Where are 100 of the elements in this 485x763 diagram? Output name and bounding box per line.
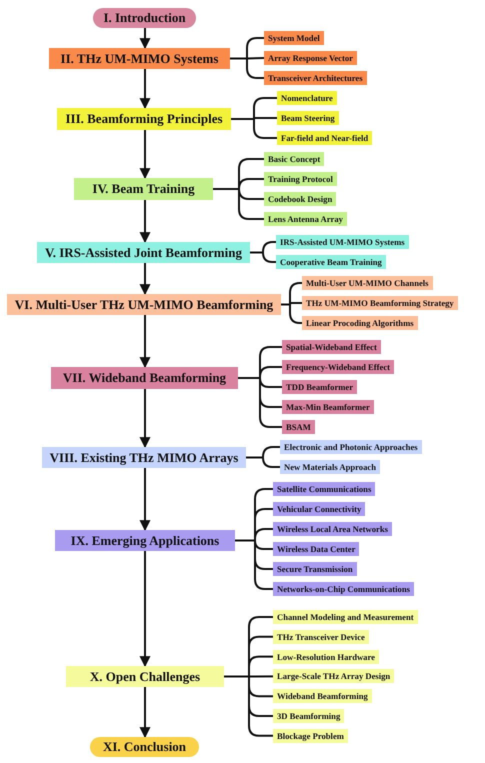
section-title: VII. Wideband Beamforming	[62, 370, 226, 386]
topic-box	[276, 235, 409, 249]
topic-box	[282, 380, 358, 394]
topic-label: Far-field and Near-field	[281, 133, 368, 143]
topic-box	[264, 152, 324, 166]
topic-box	[282, 400, 374, 414]
section-title: III. Beamforming Principles	[65, 111, 223, 127]
topic-box	[273, 689, 372, 704]
topic-label: Nomenclature	[281, 93, 333, 103]
bracket-line	[246, 456, 280, 468]
topic-box	[273, 630, 369, 644]
section-box	[66, 666, 224, 687]
topic-label: New Materials Approach	[284, 462, 376, 472]
topic-label: Wideband Beamforming	[277, 691, 368, 702]
bracket-line	[213, 188, 264, 220]
topic-label: Lens Antenna Array	[268, 214, 343, 224]
topic-box	[302, 316, 418, 330]
arrow	[140, 551, 150, 668]
topic-label: Secure Transmission	[277, 564, 353, 574]
topic-box	[277, 131, 372, 145]
section-box	[42, 447, 246, 468]
topic-label: Wireless Data Center	[277, 544, 356, 554]
arrow	[140, 315, 150, 368]
arrow	[140, 28, 150, 50]
topic-box	[302, 276, 433, 290]
arrow	[140, 389, 150, 448]
section-title: I. Introduction	[103, 10, 186, 26]
section-box	[49, 48, 230, 69]
topic-label: System Model	[268, 33, 320, 43]
section-title: II. THz UM-MIMO Systems	[60, 50, 218, 66]
section-box	[7, 294, 281, 315]
arrow	[140, 687, 150, 738]
topic-label: Basic Concept	[268, 154, 320, 164]
topic-box	[273, 482, 376, 496]
arrow	[140, 69, 150, 110]
topic-box	[282, 420, 315, 434]
topic-box	[280, 440, 422, 454]
topic-label: Array Response Vector	[268, 53, 353, 63]
topic-box	[273, 709, 344, 723]
section-title: X. Open Challenges	[90, 668, 200, 684]
topic-label: Networks-on-Chip Communications	[277, 584, 410, 594]
topic-label: Transceiver Architectures	[268, 73, 363, 83]
topic-label: TDD Beamformer	[286, 382, 354, 392]
topic-label: Blockage Problem	[277, 730, 344, 741]
section-title: VI. Multi-User THz UM-MIMO Beamforming	[14, 296, 274, 312]
topic-box	[302, 296, 458, 310]
section-title: V. IRS-Assisted Joint Beamforming	[45, 244, 242, 260]
topic-box	[264, 212, 347, 226]
topic-box	[264, 51, 357, 65]
bracket-line	[231, 118, 277, 139]
topic-box	[264, 172, 337, 186]
section-title: VIII. Existing THz MIMO Arrays	[50, 450, 238, 466]
topic-label: Beam Steering	[281, 113, 335, 123]
topic-label: Spatial-Wideband Effect	[286, 342, 377, 352]
topic-box	[273, 582, 414, 596]
topic-label: Frequency-Wideband Effect	[286, 362, 390, 372]
section-box	[37, 242, 250, 263]
arrow	[140, 200, 150, 244]
topic-box	[273, 502, 366, 516]
topic-box	[273, 610, 418, 624]
bracket-line	[230, 58, 264, 79]
topic-box	[273, 522, 392, 536]
topic-box	[264, 71, 367, 85]
topic-box	[273, 728, 348, 743]
topic-box	[273, 542, 360, 556]
topic-box	[282, 340, 381, 354]
bracket-line	[281, 304, 302, 324]
topic-box	[277, 91, 337, 105]
topic-box	[264, 31, 324, 45]
topic-box	[280, 460, 380, 474]
section-title: XI. Conclusion	[102, 739, 186, 755]
topic-box	[264, 192, 336, 206]
topic-label: Cooperative Beam Training	[280, 257, 382, 267]
section-title: IV. Beam Training	[92, 181, 195, 197]
section-title: IX. Emerging Applications	[70, 532, 220, 548]
topic-box	[273, 669, 394, 684]
topic-box	[276, 255, 386, 269]
arrow	[140, 263, 150, 296]
topic-label: Wireless Local Area Networks	[277, 524, 388, 534]
topic-label: Max-Min Beamformer	[286, 402, 370, 412]
topic-label: Low-Resolution Hardware	[277, 652, 375, 662]
section-box	[74, 178, 213, 200]
section-pill	[93, 8, 196, 28]
topic-label: Channel Modeling and Measurement	[277, 612, 414, 622]
section-box	[57, 108, 231, 130]
section-pill	[90, 737, 199, 757]
topic-label: Training Protocol	[268, 174, 333, 184]
topic-label: Satellite Communications	[277, 484, 372, 494]
section-box	[51, 367, 238, 389]
topic-box	[277, 111, 339, 125]
arrow	[140, 130, 150, 180]
topic-label: Linear Procoding Algorithms	[306, 318, 414, 328]
arrow	[140, 468, 150, 532]
topic-label: THz Transceiver Device	[277, 632, 365, 642]
topic-label: Electronic and Photonic Approaches	[284, 442, 418, 452]
topic-box	[282, 360, 394, 374]
topic-box	[273, 562, 357, 576]
topic-label: IRS-Assisted UM-MIMO Systems	[280, 237, 405, 247]
topic-label: Vehicular Connectivity	[277, 504, 362, 514]
topic-label: Multi-User UM-MIMO Channels	[306, 278, 429, 288]
